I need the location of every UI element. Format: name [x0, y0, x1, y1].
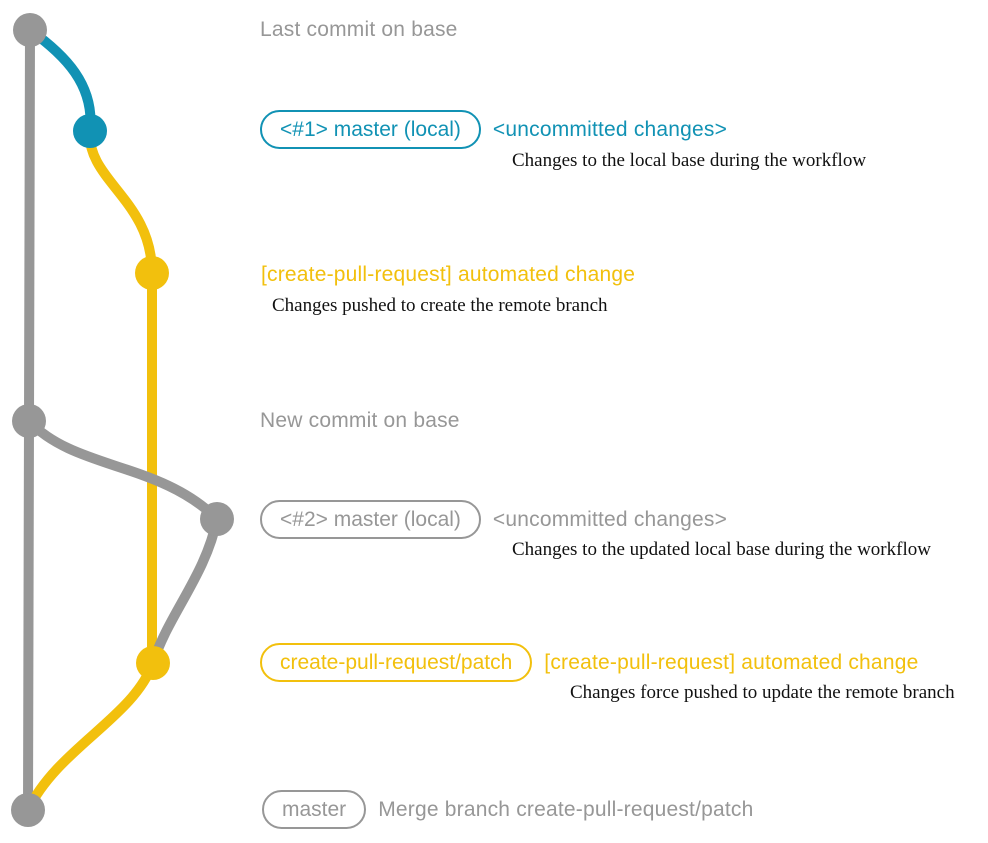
- commit-message-uncommitted-1: <uncommitted changes>: [492, 117, 728, 141]
- commit-node-automated-change-2: [136, 646, 170, 680]
- commit-message-uncommitted-2: <uncommitted changes>: [492, 507, 728, 531]
- branch-badge-master: master: [262, 790, 367, 829]
- branch-edge-branch-to-local-master-1: [25, 25, 96, 136]
- branch-edge-local-2-to-patch: [148, 514, 222, 668]
- description-uncommitted-2: Changes to the updated local base during…: [512, 539, 931, 560]
- branch-edge-patch-merge-to-base: [23, 658, 158, 815]
- description-automated-1: Changes pushed to create the remote bran…: [272, 295, 608, 316]
- description-automated-2: Changes force pushed to update the remot…: [570, 682, 955, 703]
- row-merge: master Merge branch create-pull-request/…: [262, 790, 753, 829]
- branch-edge-base-to-local-master-2: [24, 416, 222, 524]
- commit-node-last-commit-on-base: [13, 13, 47, 47]
- branch-badge-master-local-2: <#2> master (local): [260, 500, 481, 539]
- commit-node-local-master-2: [200, 502, 234, 536]
- commit-node-local-master-1: [73, 114, 107, 148]
- row-local-master-2: <#2> master (local) <uncommitted changes…: [260, 500, 727, 539]
- commit-node-automated-change-1: [135, 256, 169, 290]
- commit-message-automated-1: [create-pull-request] automated change: [261, 263, 636, 286]
- label-new-commit-on-base: New commit on base: [260, 409, 460, 432]
- description-uncommitted-1: Changes to the local base during the wor…: [512, 150, 867, 171]
- commit-message-merge: Merge branch create-pull-request/patch: [378, 797, 754, 821]
- label-last-commit-on-base: Last commit on base: [260, 18, 458, 41]
- branch-edge-local-1-to-patch: [84, 126, 157, 278]
- row-local-master-1: <#1> master (local) <uncommitted changes…: [260, 110, 727, 149]
- commit-node-new-commit-on-base: [12, 404, 46, 438]
- branch-badge-master-local-1: <#1> master (local): [260, 110, 481, 149]
- branch-badge-create-pull-request-patch: create-pull-request/patch: [260, 643, 533, 682]
- row-patch-branch: create-pull-request/patch [create-pull-r…: [260, 643, 918, 682]
- commit-message-automated-2: [create-pull-request] automated change: [544, 650, 919, 674]
- commit-node-merge-commit: [11, 793, 45, 827]
